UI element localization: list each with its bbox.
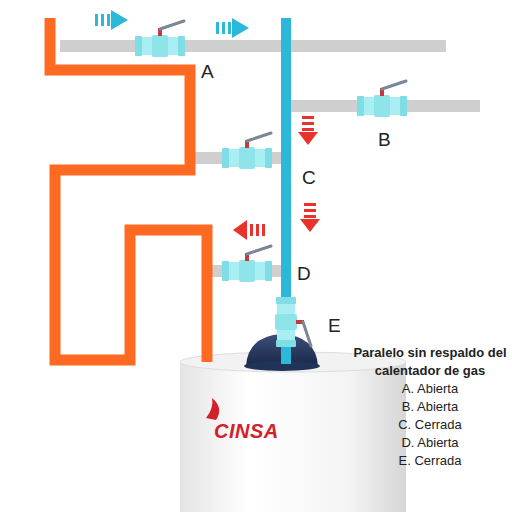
heater-body xyxy=(180,362,406,512)
valve-label: E xyxy=(328,316,341,335)
note-line: A. Abierta xyxy=(352,380,508,398)
valve-label: D xyxy=(297,264,311,283)
flow-arrow xyxy=(95,10,128,30)
valve-label: C xyxy=(302,168,316,187)
flow-arrow xyxy=(233,220,265,240)
valve xyxy=(222,133,272,169)
brand-logo: CINSA xyxy=(214,420,279,443)
flow-arrow xyxy=(298,116,318,145)
pipe xyxy=(60,40,446,52)
note-line: D. Abierta xyxy=(352,434,508,452)
note-line: C. Cerrada xyxy=(352,416,508,434)
valve xyxy=(222,246,272,282)
note-line: E. Cerrada xyxy=(352,452,508,470)
note-block: Paralelo sin respaldo del calentador de … xyxy=(352,344,508,470)
valve-label: A xyxy=(201,62,214,81)
valve xyxy=(275,297,311,347)
note-line: B. Abierta xyxy=(352,398,508,416)
valve-label: B xyxy=(378,130,391,149)
flow-arrow xyxy=(300,203,320,232)
brand-flame xyxy=(206,398,219,420)
heater-brand: CINSA xyxy=(214,420,279,443)
valve xyxy=(135,21,185,57)
valve xyxy=(357,81,407,117)
flow-arrow xyxy=(216,18,249,38)
hot-pipe xyxy=(50,18,207,362)
note-heading: Paralelo sin respaldo del calentador de … xyxy=(352,344,508,380)
